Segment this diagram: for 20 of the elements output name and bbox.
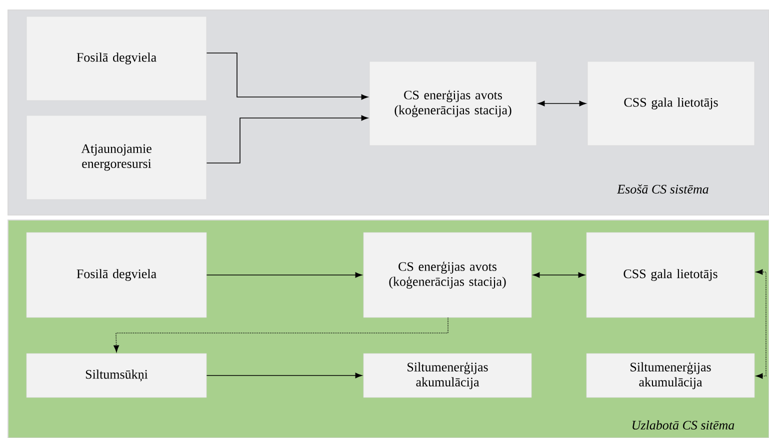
arrow	[206, 52, 368, 100]
panel-caption: Esošā CS sistēma	[616, 184, 708, 194]
arrow	[538, 100, 586, 106]
arrow	[206, 372, 362, 378]
arrow	[532, 272, 586, 278]
arrow	[206, 272, 362, 278]
process-box: Fosilā degviela	[26, 232, 207, 318]
process-box: Atjaunojamie energoresursi	[26, 115, 207, 200]
process-box: Siltumsūkņi	[26, 353, 207, 398]
arrow	[114, 317, 448, 352]
arrow	[206, 115, 368, 164]
process-box: Fosilā degviela	[26, 16, 207, 101]
process-box: CSS gala lietotājs	[587, 61, 755, 146]
arrow	[756, 269, 766, 379]
process-box: Siltumenerģijas akumulācija	[363, 353, 532, 398]
process-box: CSS gala lietotājs	[586, 232, 755, 318]
process-box: CS enerģijas avots (koģenerācijas stacija)	[369, 61, 537, 146]
panel-caption: Uzlabotā CS sitēma	[632, 420, 734, 430]
process-box: Siltumenerģijas akumulācija	[586, 353, 755, 398]
process-box: CS enerģijas avots (koģenerācijas stacija)	[363, 232, 532, 318]
